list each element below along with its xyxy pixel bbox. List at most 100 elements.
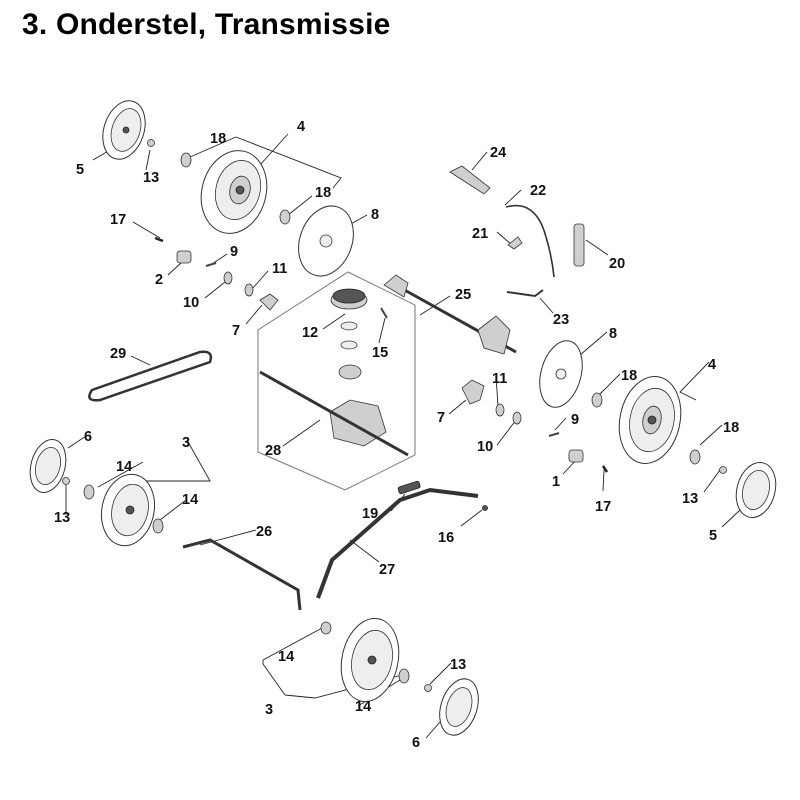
callout-26: 26 — [256, 524, 272, 540]
gearbox-icon — [259, 370, 409, 457]
pulley-icon — [330, 288, 368, 310]
bracket-icon — [461, 379, 485, 405]
washer-icon — [244, 283, 254, 297]
callout-7: 7 — [232, 323, 240, 339]
bearing-icon — [83, 484, 95, 500]
bearing-icon — [180, 152, 192, 168]
callout-3: 3 — [265, 702, 273, 718]
drive-belt-icon — [88, 350, 213, 402]
screw-icon — [719, 466, 727, 474]
callout-5: 5 — [709, 528, 717, 544]
callout-22: 22 — [530, 183, 546, 199]
callout-17: 17 — [110, 212, 126, 228]
washer-icon — [512, 411, 522, 425]
lever-icon — [449, 165, 491, 195]
callout-7: 7 — [437, 410, 445, 426]
bearing-icon — [152, 518, 164, 534]
callout-10: 10 — [477, 439, 493, 455]
washer-icon — [340, 340, 358, 350]
callout-8: 8 — [371, 207, 379, 223]
callout-27: 27 — [379, 562, 395, 578]
callout-3: 3 — [182, 435, 190, 451]
callout-18: 18 — [315, 185, 331, 201]
callout-21: 21 — [472, 226, 488, 242]
hubcap-icon — [735, 462, 777, 518]
callout-12: 12 — [302, 325, 318, 341]
callout-17: 17 — [595, 499, 611, 515]
pin-icon — [548, 432, 560, 437]
bushing-icon — [568, 449, 584, 463]
callout-1: 1 — [552, 474, 560, 490]
callout-29: 29 — [110, 346, 126, 362]
callout-11: 11 — [492, 371, 507, 387]
axle-icon — [383, 274, 517, 355]
callout-28: 28 — [265, 443, 281, 459]
callout-20: 20 — [609, 256, 625, 272]
spring-icon — [573, 223, 585, 267]
wheel-icon — [100, 473, 156, 547]
callout-9: 9 — [230, 244, 238, 260]
callout-4: 4 — [297, 119, 305, 135]
callout-19: 19 — [362, 506, 378, 522]
callout-labels: 18 4 5 13 18 8 17 9 2 11 10 7 12 15 25 2… — [54, 119, 739, 751]
callout-24: 24 — [490, 145, 506, 161]
rod-icon — [506, 289, 544, 298]
callout-4: 4 — [708, 357, 716, 373]
callout-23: 23 — [553, 312, 569, 328]
callout-15: 15 — [372, 345, 388, 361]
bearing-icon — [320, 621, 332, 635]
pin-icon — [205, 262, 217, 267]
clip-icon — [154, 236, 164, 243]
bearing-icon — [398, 668, 410, 684]
bearing-icon — [279, 209, 291, 225]
cable-icon — [505, 204, 555, 278]
callout-14: 14 — [182, 492, 198, 508]
screw-icon — [62, 477, 70, 485]
clip-icon — [507, 236, 523, 250]
page-title: 3. Onderstel, Transmissie — [22, 8, 391, 41]
hubcap-icon — [439, 678, 479, 736]
callout-2: 2 — [155, 272, 163, 288]
callout-5: 5 — [76, 162, 84, 178]
disc-icon — [539, 340, 583, 408]
bracket-icon — [259, 293, 279, 311]
callout-11: 11 — [272, 261, 287, 277]
disc-icon — [298, 205, 354, 277]
callout-6: 6 — [84, 429, 92, 445]
callout-18: 18 — [210, 131, 226, 147]
washer-icon — [340, 321, 358, 331]
pin-icon — [380, 307, 388, 319]
callout-13: 13 — [450, 657, 466, 673]
callout-13: 13 — [682, 491, 698, 507]
callout-14: 14 — [355, 699, 371, 715]
wheel-icon — [340, 618, 400, 702]
callout-13: 13 — [143, 170, 159, 186]
callout-14: 14 — [278, 649, 294, 665]
gearbox-outline — [257, 271, 416, 491]
rear-axle-icon — [182, 538, 302, 611]
handle-bar-icon — [316, 487, 479, 599]
callout-8: 8 — [609, 326, 617, 342]
bearing-icon — [689, 449, 701, 465]
bearing-icon — [338, 364, 362, 380]
screw-icon — [424, 684, 432, 692]
callout-10: 10 — [183, 295, 199, 311]
grip-icon — [397, 480, 421, 495]
callout-18: 18 — [723, 420, 739, 436]
clip-icon — [601, 465, 609, 473]
callout-13: 13 — [54, 510, 70, 526]
bearing-icon — [591, 392, 603, 408]
callout-16: 16 — [438, 530, 454, 546]
wheel-icon — [200, 150, 268, 234]
bushing-icon — [176, 250, 192, 264]
washer-icon — [495, 403, 505, 417]
hubcap-icon — [102, 100, 146, 160]
callout-14: 14 — [116, 459, 132, 475]
washer-icon — [223, 271, 233, 285]
screw-icon — [147, 139, 155, 147]
callout-18: 18 — [621, 368, 637, 384]
callout-9: 9 — [571, 412, 579, 428]
wheel-icon — [618, 376, 682, 464]
clip-icon — [482, 505, 488, 511]
